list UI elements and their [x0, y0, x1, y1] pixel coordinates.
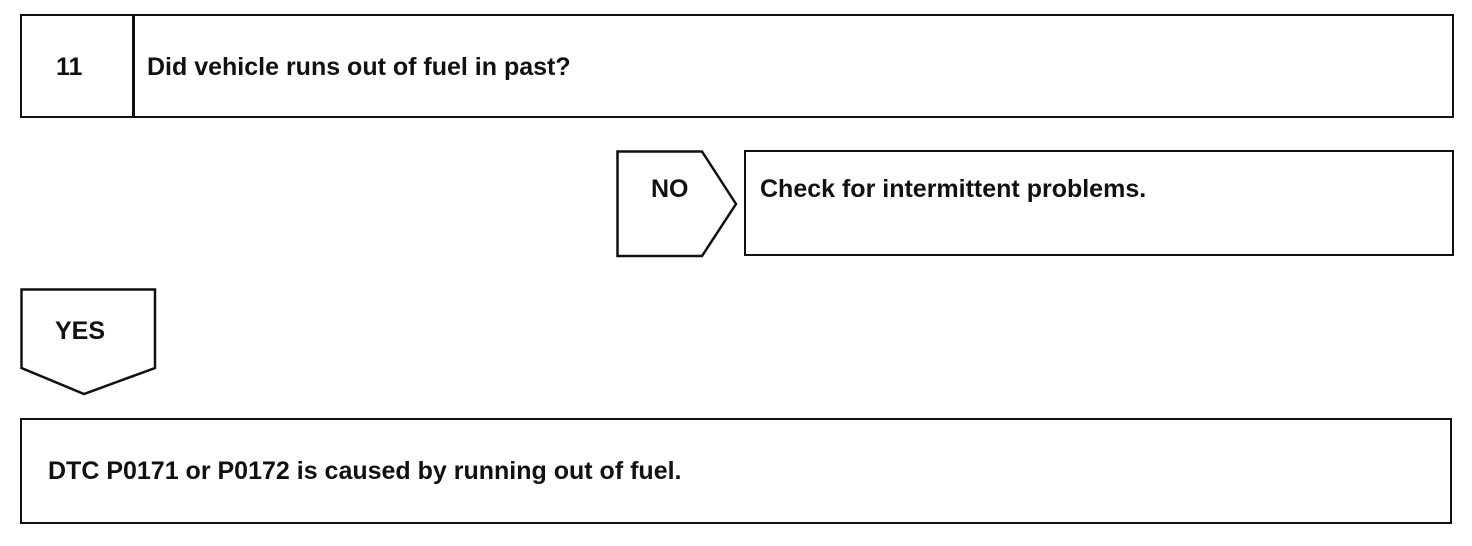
- yes-result-text: DTC P0171 or P0172 is caused by running …: [48, 457, 682, 485]
- step-question: Did vehicle runs out of fuel in past?: [147, 53, 571, 81]
- no-branch-label: NO: [651, 175, 689, 203]
- yes-result-box: [20, 418, 1452, 524]
- step-number: 11: [56, 53, 83, 81]
- no-result-text: Check for intermittent problems.: [760, 175, 1147, 203]
- no-result-box: [744, 150, 1454, 256]
- step-divider: [132, 14, 135, 118]
- yes-arrow-shape: [20, 288, 157, 396]
- yes-branch-label: YES: [55, 317, 106, 345]
- no-arrow-shape: [616, 150, 738, 258]
- step-box: [20, 14, 1454, 118]
